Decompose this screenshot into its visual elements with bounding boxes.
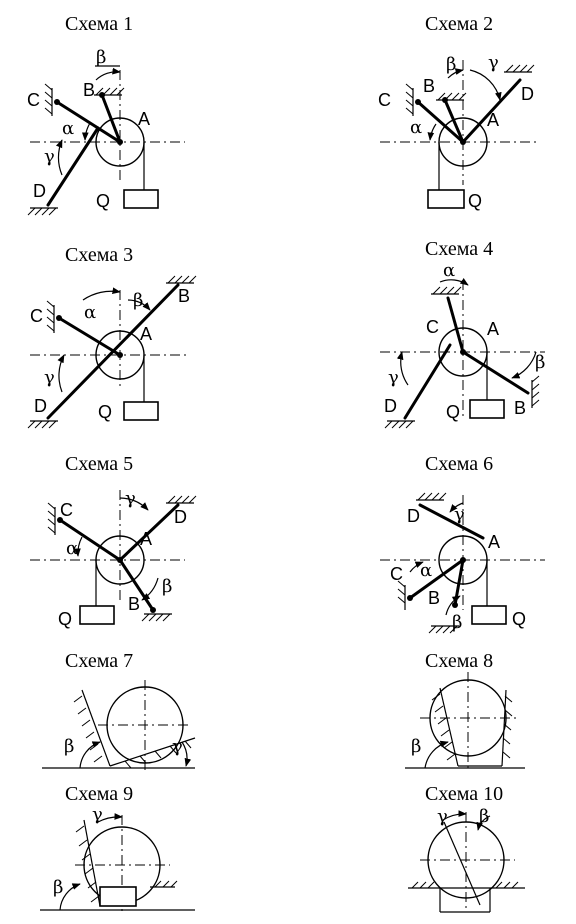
rod-ba: [100, 93, 122, 144]
scheme-4-title: Схема 4: [425, 238, 493, 260]
svg-text:C: C: [60, 500, 73, 520]
scheme-8: Схема 8 β: [405, 650, 525, 769]
svg-text:Q: Q: [512, 609, 526, 629]
svg-text:Q: Q: [58, 609, 72, 629]
scheme-2-title: Схема 2: [425, 13, 493, 35]
scheme-7-title: Схема 7: [65, 650, 133, 672]
svg-text:α: α: [443, 260, 455, 281]
svg-text:β: β: [162, 576, 172, 597]
svg-text:γ: γ: [92, 804, 103, 825]
svg-text:A: A: [140, 324, 152, 344]
svg-text:C: C: [390, 564, 403, 584]
svg-text:β: β: [446, 54, 456, 75]
svg-text:A: A: [488, 532, 500, 552]
svg-text:Q: Q: [98, 402, 112, 422]
scheme-6-title: Схема 6: [425, 453, 493, 475]
svg-text:γ: γ: [125, 488, 136, 509]
svg-text:B: B: [178, 286, 190, 306]
scheme-6: Схема 6 C B A D Q α β γ: [380, 453, 545, 634]
svg-text:γ: γ: [388, 367, 399, 388]
scheme-10: Схема 10 γ β: [408, 783, 525, 913]
svg-text:B: B: [514, 398, 526, 418]
scheme-9-title: Схема 9: [65, 783, 133, 805]
svg-text:α: α: [420, 560, 432, 581]
scheme-1-title: Схема 1: [65, 13, 133, 35]
label-b: B: [83, 80, 95, 100]
svg-text:β: β: [535, 352, 545, 373]
label-q: Q: [96, 191, 110, 211]
svg-text:β: β: [452, 612, 462, 633]
label-c: C: [27, 90, 40, 110]
scheme-7: Схема 7 β γ: [42, 650, 196, 770]
scheme-9: Схема 9 β γ: [40, 783, 195, 912]
svg-text:A: A: [487, 319, 499, 339]
svg-text:C: C: [378, 90, 391, 110]
svg-text:A: A: [140, 529, 152, 549]
svg-text:B: B: [423, 76, 435, 96]
scheme-10-title: Схема 10: [425, 783, 503, 805]
angle-alpha: α: [62, 118, 74, 139]
rod-ca: [55, 100, 122, 144]
scheme-8-title: Схема 8: [425, 650, 493, 672]
svg-text:C: C: [426, 317, 439, 337]
scheme-5: Схема 5 C B A D Q α β γ: [30, 453, 197, 629]
svg-text:γ: γ: [454, 504, 465, 525]
svg-text:D: D: [521, 84, 534, 104]
scheme-3-title: Схема 3: [65, 244, 133, 266]
rod-da: [46, 126, 100, 207]
svg-text:γ: γ: [172, 736, 183, 757]
svg-text:α: α: [66, 538, 78, 559]
svg-text:β: β: [479, 806, 489, 827]
svg-text:D: D: [407, 506, 420, 526]
label-d: D: [33, 181, 46, 201]
svg-text:γ: γ: [488, 52, 499, 73]
svg-text:D: D: [34, 396, 47, 416]
angle-gamma: γ: [44, 146, 55, 167]
svg-text:B: B: [428, 588, 440, 608]
svg-text:β: β: [133, 290, 143, 311]
scheme-3: Схема 3 C B A D Q α β γ: [27, 244, 197, 429]
svg-text:β: β: [64, 736, 74, 757]
load-q: [123, 189, 159, 209]
scheme-5-title: Схема 5: [65, 453, 133, 475]
svg-text:β: β: [53, 877, 63, 898]
svg-text:β: β: [411, 736, 421, 757]
svg-text:Q: Q: [468, 191, 482, 211]
svg-text:α: α: [84, 302, 96, 323]
scheme-2: Схема 2 C B A D Q α β γ: [378, 13, 540, 211]
svg-text:A: A: [487, 110, 499, 130]
svg-text:C: C: [30, 306, 43, 326]
angle-beta: β: [96, 47, 106, 68]
svg-text:γ: γ: [44, 367, 55, 388]
svg-text:α: α: [410, 117, 422, 138]
scheme-4: Схема 4 C B A D Q α β γ: [380, 238, 545, 429]
scheme-1: Схема 1 C B A D Q α β γ: [27, 13, 185, 216]
svg-text:γ: γ: [437, 806, 448, 827]
svg-text:D: D: [384, 396, 397, 416]
svg-text:D: D: [174, 507, 187, 527]
label-a: A: [138, 109, 150, 129]
svg-text:B: B: [128, 594, 140, 614]
svg-text:Q: Q: [446, 402, 460, 422]
